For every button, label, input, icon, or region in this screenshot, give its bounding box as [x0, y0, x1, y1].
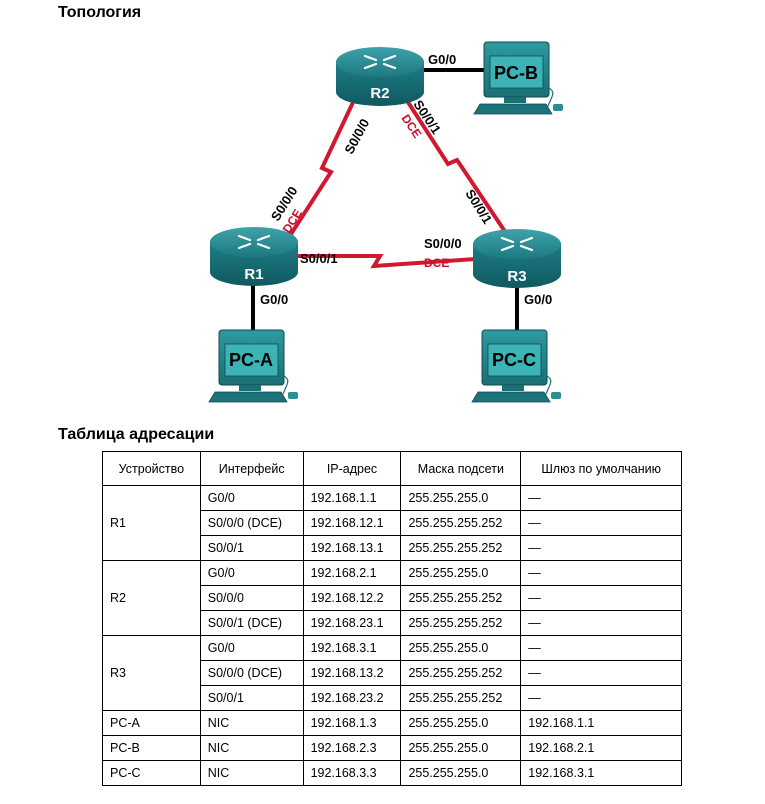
table-row: S0/0/1 192.168.23.2 255.255.255.252 —: [103, 685, 682, 711]
col-header-gateway: Шлюз по умолчанию: [520, 451, 682, 486]
gateway-cell: 192.168.2.1: [520, 735, 682, 761]
topology-heading: Топология: [58, 4, 142, 21]
ip-cell: 192.168.2.1: [302, 560, 402, 586]
interface-cell: NIC: [199, 735, 304, 761]
router-r2-icon[interactable]: R2: [336, 47, 424, 106]
router-r1-icon[interactable]: R1: [210, 227, 298, 286]
table-row: R2 G0/0 192.168.2.1 255.255.255.0 —: [102, 560, 682, 636]
gateway-cell: —: [520, 535, 682, 561]
gateway-cell: —: [520, 610, 682, 636]
col-header-device: Устройство: [102, 451, 201, 486]
ip-cell: 192.168.1.1: [302, 485, 402, 511]
device-cell: R1: [102, 485, 201, 561]
gateway-cell: —: [520, 560, 682, 586]
mask-cell: 255.255.255.252: [400, 660, 522, 686]
interface-cell: S0/0/1 (DCE): [199, 610, 304, 636]
interface-cell: S0/0/0 (DCE): [199, 660, 304, 686]
device-cell: PC-B: [102, 735, 201, 761]
table-row: PC-C NIC 192.168.3.3 255.255.255.0 192.1…: [102, 760, 682, 786]
addressing-table: Устройство Интерфейс IP-адрес Маска подс…: [102, 451, 682, 786]
ip-cell: 192.168.23.2: [302, 685, 402, 711]
interface-cell: S0/0/1: [199, 535, 304, 561]
device-cell: R2: [102, 560, 201, 636]
dce-r3: DCE: [424, 256, 449, 270]
interface-cell: NIC: [199, 710, 304, 736]
table-header-row: Устройство Интерфейс IP-адрес Маска подс…: [102, 451, 682, 486]
gateway-cell: —: [520, 660, 682, 686]
mask-cell: 255.255.255.252: [400, 585, 522, 611]
router-r1-label: R1: [244, 266, 263, 283]
pc-c-label: PC-C: [492, 350, 536, 370]
col-header-ip: IP-адрес: [302, 451, 402, 486]
topology-diagram: R2 R1 R3 PC-B PC: [208, 41, 563, 403]
device-cell: PC-C: [102, 760, 201, 786]
table-row: S0/0/1 (DCE) 192.168.23.1 255.255.255.25…: [103, 610, 682, 636]
interface-cell: G0/0: [199, 635, 304, 661]
col-header-mask: Маска подсети: [400, 451, 522, 486]
iface-r2-s000: S0/0/0: [341, 116, 372, 156]
table-row: PC-A NIC 192.168.1.3 255.255.255.0 192.1…: [102, 710, 682, 736]
mask-cell: 255.255.255.0: [400, 635, 522, 661]
interface-cell: G0/0: [199, 560, 304, 586]
table-row: PC-B NIC 192.168.2.3 255.255.255.0 192.1…: [102, 735, 682, 761]
pc-c-icon[interactable]: PC-C: [471, 329, 561, 403]
mask-cell: 255.255.255.0: [400, 485, 522, 511]
interface-cell: G0/0: [199, 485, 304, 511]
ip-cell: 192.168.13.1: [302, 535, 402, 561]
r1-r2-serial-link: [280, 95, 358, 250]
table-row: R3 G0/0 192.168.3.1 255.255.255.0 —: [102, 635, 682, 711]
ip-cell: 192.168.2.3: [302, 735, 402, 761]
table-row: R1 G0/0 192.168.1.1 255.255.255.0 —: [102, 485, 682, 561]
mask-cell: 255.255.255.0: [400, 710, 522, 736]
mask-cell: 255.255.255.0: [400, 560, 522, 586]
pc-b-label: PC-B: [494, 63, 538, 83]
iface-r3-g00: G0/0: [524, 292, 552, 307]
mask-cell: 255.255.255.252: [400, 685, 522, 711]
gateway-cell: —: [520, 510, 682, 536]
interface-cell: S0/0/0: [199, 585, 304, 611]
device-cell: PC-A: [102, 710, 201, 736]
ip-cell: 192.168.12.1: [302, 510, 402, 536]
table-row: S0/0/0 (DCE) 192.168.12.1 255.255.255.25…: [103, 510, 682, 536]
mask-cell: 255.255.255.0: [400, 735, 522, 761]
mask-cell: 255.255.255.0: [400, 760, 522, 786]
mask-cell: 255.255.255.252: [400, 610, 522, 636]
iface-r1-g00: G0/0: [260, 292, 288, 307]
table-row: S0/0/0 (DCE) 192.168.13.2 255.255.255.25…: [103, 660, 682, 686]
addressing-table-heading: Таблица адресации: [58, 426, 215, 443]
pc-a-label: PC-A: [229, 350, 273, 370]
iface-r2-g00: G0/0: [428, 52, 456, 67]
r1-r3-serial-link: [282, 254, 491, 269]
mask-cell: 255.255.255.252: [400, 535, 522, 561]
iface-r1-s001: S0/0/1: [300, 251, 338, 266]
interface-cell: NIC: [199, 760, 304, 786]
iface-r3-s000: S0/0/0: [424, 236, 462, 251]
mask-cell: 255.255.255.252: [400, 510, 522, 536]
interface-cell: S0/0/1: [199, 685, 304, 711]
gateway-cell: 192.168.3.1: [520, 760, 682, 786]
ip-cell: 192.168.3.1: [302, 635, 402, 661]
interface-cell: S0/0/0 (DCE): [199, 510, 304, 536]
gateway-cell: —: [520, 685, 682, 711]
gateway-cell: —: [520, 585, 682, 611]
pc-b-icon[interactable]: PC-B: [473, 41, 563, 115]
gateway-cell: —: [520, 635, 682, 661]
table-row: S0/0/1 192.168.13.1 255.255.255.252 —: [103, 535, 682, 561]
col-header-interface: Интерфейс: [199, 451, 304, 486]
ip-cell: 192.168.13.2: [302, 660, 402, 686]
gateway-cell: 192.168.1.1: [520, 710, 682, 736]
router-r3-icon[interactable]: R3: [473, 229, 561, 288]
device-cell: R3: [102, 635, 201, 711]
ip-cell: 192.168.1.3: [302, 710, 402, 736]
ip-cell: 192.168.23.1: [302, 610, 402, 636]
router-r3-label: R3: [507, 268, 526, 285]
ip-cell: 192.168.3.3: [302, 760, 402, 786]
r2-r3-serial-link: [402, 94, 514, 244]
pc-a-icon[interactable]: PC-A: [208, 329, 298, 403]
router-r2-label: R2: [370, 85, 389, 102]
gateway-cell: —: [520, 485, 682, 511]
ip-cell: 192.168.12.2: [302, 585, 402, 611]
